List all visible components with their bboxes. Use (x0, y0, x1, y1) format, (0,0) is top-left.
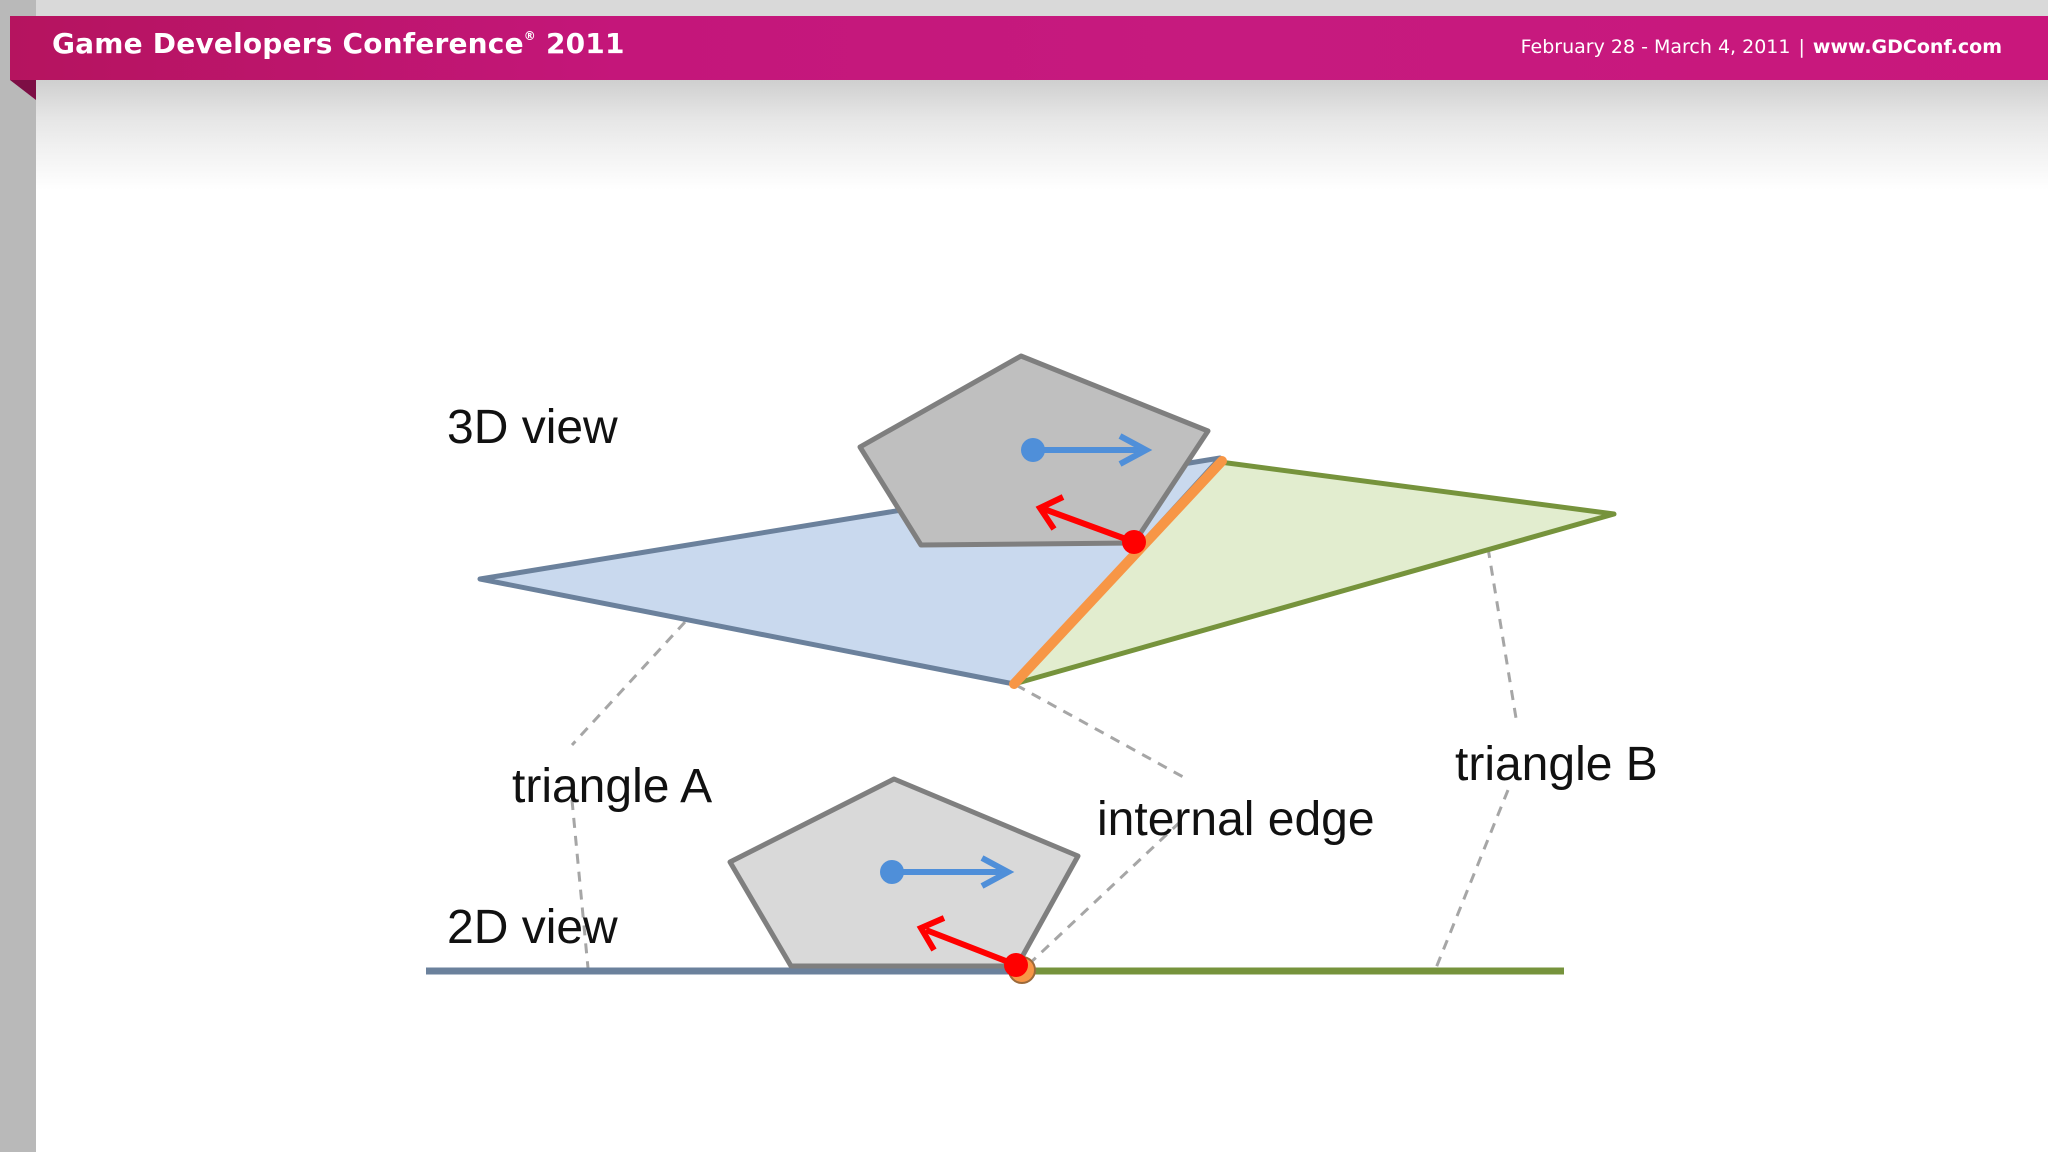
conference-header-banner (10, 16, 2048, 80)
conference-info: February 28 - March 4, 2011 | www.GDConf.c… (1521, 36, 2002, 58)
conference-name: Game Developers Conference (52, 27, 524, 60)
top-strip (0, 0, 2048, 16)
leader-line-triangle-a-3d (570, 620, 687, 747)
velocity-origin-dot-2d (880, 860, 904, 884)
registered-mark: ® (523, 29, 536, 43)
leader-line-triangle-b-2d (1434, 789, 1510, 969)
label-triangle-a: triangle A (512, 760, 712, 813)
leader-lines (570, 547, 1518, 969)
velocity-origin-dot-3d (1021, 438, 1045, 462)
label-internal-edge: internal edge (1097, 793, 1375, 846)
label-triangle-b: triangle B (1455, 738, 1658, 791)
contact-point-2d (1004, 953, 1028, 977)
contact-normal-arrow-3d (1035, 494, 1146, 554)
conference-url: www.GDConf.com (1812, 36, 2002, 58)
header-brush-texture (36, 80, 2048, 190)
leader-line-triangle-b-3d (1486, 547, 1518, 719)
left-side-bar (0, 0, 36, 1152)
contact-point-3d (1122, 530, 1146, 554)
contact-normal-arrow-2d (916, 915, 1036, 984)
velocity-arrow-2d (880, 855, 1015, 889)
conference-title: Game Developers Conference® 2011 (52, 27, 625, 60)
conference-dates: February 28 - March 4, 2011 (1520, 36, 1791, 58)
header-banner-fold (10, 80, 36, 100)
leader-line-internal-edge-3d (1015, 683, 1186, 780)
header-separator: | (1798, 36, 1805, 58)
label-3d-view: 3D view (447, 401, 618, 454)
internal-edge-line (1009, 456, 1227, 689)
label-2d-view: 2D view (447, 901, 618, 954)
conference-year: 2011 (545, 27, 625, 60)
velocity-arrow-3d (1021, 433, 1153, 467)
